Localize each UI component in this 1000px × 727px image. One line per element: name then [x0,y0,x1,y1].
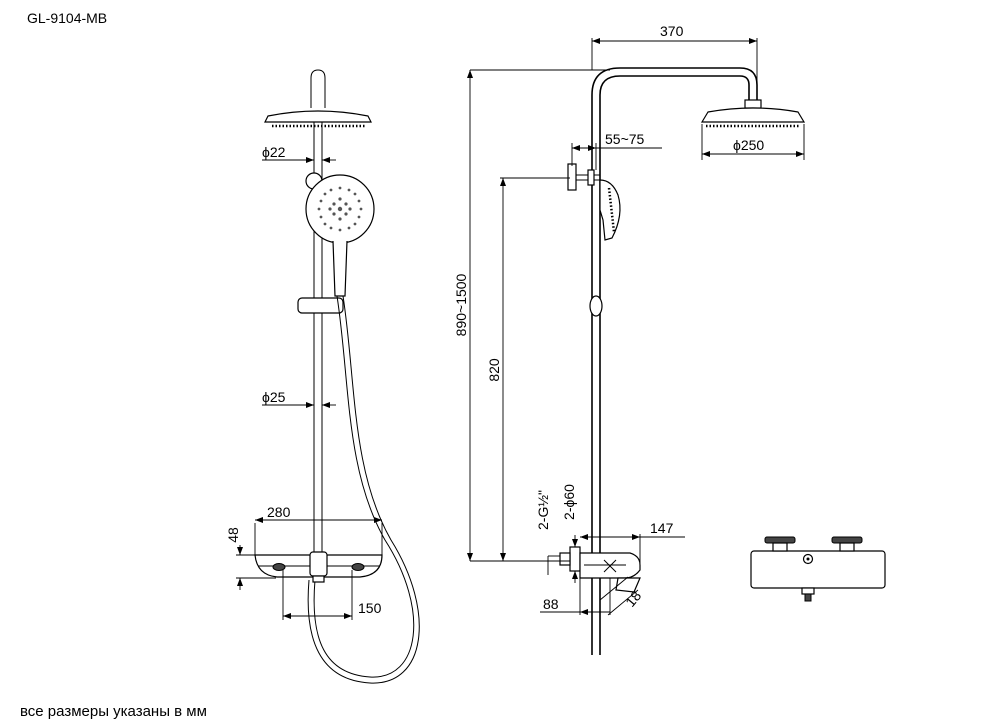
hand-shower-handle [332,240,348,297]
dim-h8901500: 890~1500 [453,273,469,336]
arm-connector [744,99,762,109]
mixer-body [750,550,886,589]
dim-g12: 2-G½" [535,490,551,530]
bottom-outlet [801,587,815,595]
overhead-shower-head [264,110,372,123]
dim-d60: 2-ϕ60 [561,484,577,520]
diverter-body [309,551,328,577]
dim-h820: 820 [486,358,502,382]
mixer-view [750,536,886,602]
right-handle-stem [839,542,855,552]
hand-shower-nozzles [317,186,363,232]
hose [313,295,415,678]
wall-flange [569,546,581,572]
slider-side [589,295,603,317]
front-view: ϕ22 ϕ25 280 48 150 [225,69,420,684]
dim-w280: 280 [267,504,291,520]
dim-w147: 147 [650,520,674,536]
flow-knob [351,563,365,571]
wall-bracket-plate [567,163,577,191]
dim-h48: 48 [225,527,241,543]
dim-r5575: 55~75 [605,131,645,147]
dim-w370: 370 [660,23,684,39]
shower-arm-top [310,69,326,108]
left-handle [764,536,796,544]
dim-d22: ϕ22 [262,144,286,160]
slider-bracket [297,297,344,314]
model-title: GL-9104-MB [27,10,108,26]
hand-shower-side [599,179,621,241]
temperature-knob [272,563,286,571]
dim-d25: ϕ25 [262,389,286,405]
dim-w88: 88 [543,596,559,612]
footnote: все размеры указаны в мм [20,703,207,720]
spout-side [615,577,641,593]
dim-w150: 150 [358,600,382,616]
dim-d250: ϕ250 [733,137,764,153]
right-handle [831,536,863,544]
left-handle-stem [772,542,788,552]
overhead-head-side [700,107,806,123]
hose-connector [312,575,325,583]
